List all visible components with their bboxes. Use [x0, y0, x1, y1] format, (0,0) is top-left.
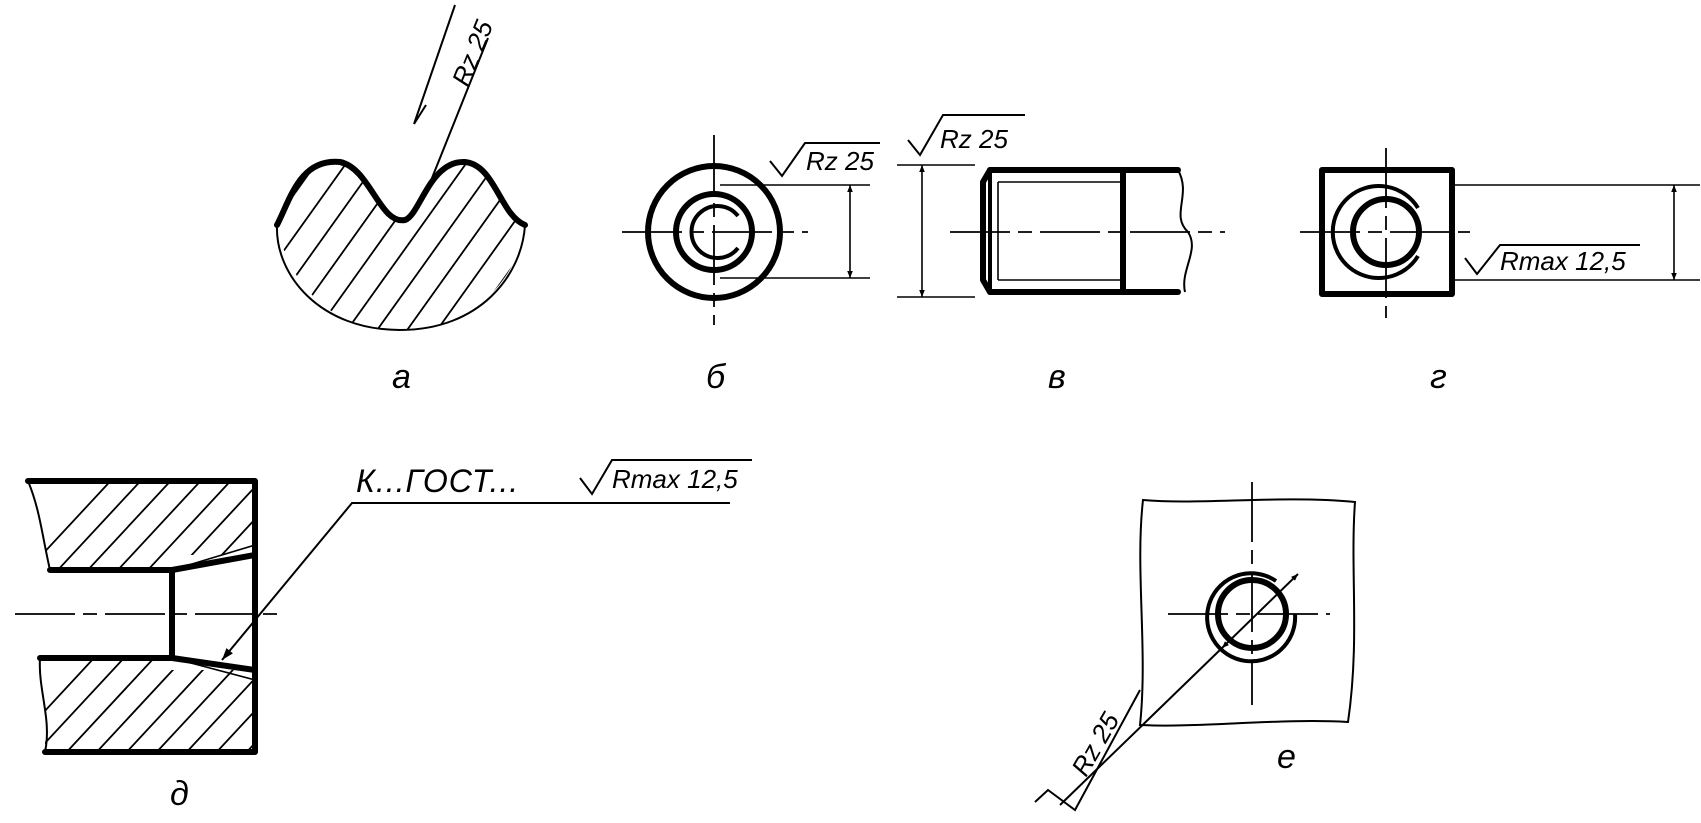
- figure-d-bore: [37, 567, 175, 661]
- figure-d-thread-lines: [171, 544, 256, 681]
- figure-b-caption: б: [706, 358, 727, 396]
- figure-b-roughness-sign: [769, 142, 880, 178]
- figure-g-caption: г: [1430, 358, 1447, 396]
- figure-a-roughness-text: Rz 25: [446, 16, 499, 91]
- figure-e-dimension-line: [1221, 573, 1299, 649]
- figure-d-break-bottom: [38, 657, 48, 753]
- figure-g-roughness-sign: [1464, 244, 1640, 276]
- figure-d-outline: [25, 478, 258, 755]
- figure-v: Rz 25 в: [897, 114, 1225, 396]
- figure-e: Rz 25 е: [1034, 482, 1357, 812]
- figure-d-hatching-bottom: [45, 658, 255, 752]
- figure-b-roughness-text: Rz 25: [806, 146, 874, 176]
- figure-v-break-line: [1177, 169, 1193, 293]
- figure-e-roughness-sign: [1034, 689, 1141, 812]
- figure-a: Rz 25 а: [274, 4, 528, 396]
- figure-a-roughness-sign: [413, 4, 456, 125]
- figure-v-roughness-text: Rz 25: [940, 124, 1008, 154]
- figure-d: К...ГОСТ... Rmax 12,5 д: [15, 459, 752, 813]
- figure-d-countersink: [169, 552, 258, 673]
- figure-d-roughness-sign: [579, 459, 752, 496]
- figure-d-break-top: [27, 480, 51, 571]
- figure-e-leader: [1059, 647, 1223, 806]
- figure-d-roughness-text: Rmax 12,5: [612, 464, 738, 494]
- figure-d-caption: д: [170, 775, 189, 813]
- figure-e-plate-outline: [1138, 498, 1357, 727]
- figure-a-leader: [431, 37, 489, 179]
- figure-g: Rmax 12,5 г: [1300, 148, 1700, 396]
- figure-d-leader: [221, 502, 730, 661]
- figure-d-designation: К...ГОСТ...: [356, 463, 519, 499]
- figure-b: Rz 25 б: [622, 135, 880, 396]
- figure-v-caption: в: [1048, 358, 1066, 396]
- figure-e-roughness-text: Rz 25: [1065, 707, 1125, 781]
- figure-v-roughness-sign: [907, 114, 1025, 157]
- figure-a-profile: [274, 158, 528, 228]
- figure-a-break-line: [275, 224, 526, 332]
- figure-a-caption: а: [392, 358, 411, 396]
- figure-g-roughness-text: Rmax 12,5: [1500, 246, 1626, 276]
- figure-e-caption: е: [1277, 738, 1296, 776]
- figure-a-hatching: [277, 161, 525, 330]
